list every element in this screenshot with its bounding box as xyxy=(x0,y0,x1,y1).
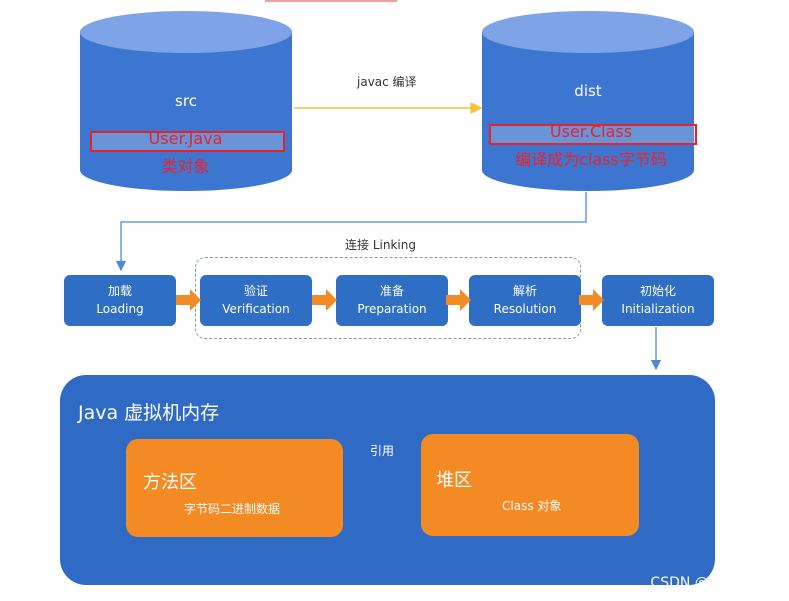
stage-arrow-icon xyxy=(176,289,201,311)
stage-arrow-icon xyxy=(579,289,604,311)
src-highlight-box xyxy=(90,131,285,152)
stage-initialization: 初始化 Initialization xyxy=(602,275,714,326)
stage-preparation: 准备 Preparation xyxy=(336,275,448,326)
stage-preparation-en: Preparation xyxy=(357,302,427,316)
dist-label: dist xyxy=(574,82,602,100)
top-decoration-line xyxy=(265,0,397,2)
stage-initialization-cn: 初始化 xyxy=(639,284,676,298)
watermark: CSDN @contact97 xyxy=(650,575,779,591)
stage-resolution-cn: 解析 xyxy=(512,284,537,298)
stage-initialization-en: Initialization xyxy=(621,302,695,316)
stage-loading-en: Loading xyxy=(96,302,144,316)
stage-preparation-cn: 准备 xyxy=(379,284,404,298)
stage-arrow-icon xyxy=(312,289,337,311)
reference-caption: 引用 xyxy=(370,444,395,458)
method-area-title: 方法区 xyxy=(143,472,197,493)
dist-highlight-box xyxy=(489,124,697,145)
method-area-box xyxy=(126,439,343,537)
heap-subtitle: Class 对象 xyxy=(502,499,562,513)
stage-loading: 加载 Loading xyxy=(64,275,176,326)
dist-to-loading-connector xyxy=(115,192,587,272)
src-highlight-text: User.Java xyxy=(148,129,223,148)
stage-verification-en: Verification xyxy=(222,302,290,316)
stage-resolution-en: Resolution xyxy=(493,302,557,316)
dist-highlight-text: User.Class xyxy=(549,122,633,141)
stage-verification-cn: 验证 xyxy=(243,284,268,298)
src-sub-text: 类对象 xyxy=(161,157,210,176)
heap-box xyxy=(421,434,639,536)
stage-loading-cn: 加载 xyxy=(107,284,132,298)
src-label: src xyxy=(175,92,197,110)
linking-caption: 连接 Linking xyxy=(345,238,416,252)
jvm-memory-title: Java 虚拟机内存 xyxy=(78,402,220,424)
stage-verification: 验证 Verification xyxy=(200,275,312,326)
compile-caption: javac 编译 xyxy=(357,75,417,89)
dist-cylinder: dist xyxy=(481,10,695,192)
heap-title: 堆区 xyxy=(436,470,472,491)
dist-sub-text: 编译成为class字节码 xyxy=(515,150,667,169)
stage-arrow-icon xyxy=(446,289,471,311)
method-area-subtitle: 字节码二进制数据 xyxy=(184,502,281,516)
stage-resolution: 解析 Resolution xyxy=(469,275,581,326)
